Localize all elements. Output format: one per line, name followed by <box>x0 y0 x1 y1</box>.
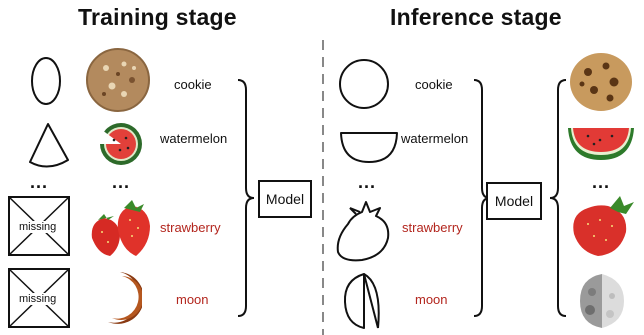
moon-photo-icon <box>108 272 142 324</box>
generated-cookie-photo-icon <box>570 53 632 111</box>
inference-cookie-sketch-icon <box>339 59 389 109</box>
inference-label-moon: moon <box>415 292 448 307</box>
training-model-box: Model <box>258 180 312 218</box>
inference-strawberry-sketch-icon <box>336 201 390 262</box>
watermelon-photo-icon <box>99 123 142 165</box>
training-photo-ellipsis: ... <box>112 172 131 192</box>
training-label-strawberry: strawberry <box>160 220 221 235</box>
inference-label-cookie: cookie <box>415 77 453 92</box>
missing-label: missing <box>18 293 58 305</box>
training-cookie-sketch-icon <box>31 57 61 105</box>
inference-label-watermelon: watermelon <box>401 131 469 146</box>
generated-strawberry-photo-icon <box>573 196 634 256</box>
inference-output-brace <box>549 79 567 317</box>
training-label-cookie: cookie <box>174 77 212 92</box>
training-sketch-ellipsis: ... <box>30 172 49 192</box>
generated-watermelon-photo-icon <box>568 128 634 160</box>
training-label-watermelon: watermelon <box>160 131 228 146</box>
cookie-photo-icon <box>86 48 150 112</box>
training-brace <box>237 79 255 317</box>
stage-divider <box>322 40 324 335</box>
generated-moon-photo-icon <box>580 274 624 328</box>
inference-model-box: Model <box>486 182 542 220</box>
inference-watermelon-sketch-icon <box>340 132 398 163</box>
training-stage-title: Training stage <box>78 4 237 30</box>
training-watermelon-sketch-icon <box>29 123 69 168</box>
inference-sketch-ellipsis: ... <box>358 172 377 192</box>
missing-label: missing <box>18 221 58 233</box>
inference-stage-title: Inference stage <box>390 4 562 30</box>
inference-moon-sketch-icon <box>343 273 380 329</box>
strawberry-photo-icon <box>91 200 150 256</box>
training-label-moon: moon <box>176 292 209 307</box>
inference-label-strawberry: strawberry <box>402 220 463 235</box>
inference-output-ellipsis: ... <box>592 172 611 192</box>
